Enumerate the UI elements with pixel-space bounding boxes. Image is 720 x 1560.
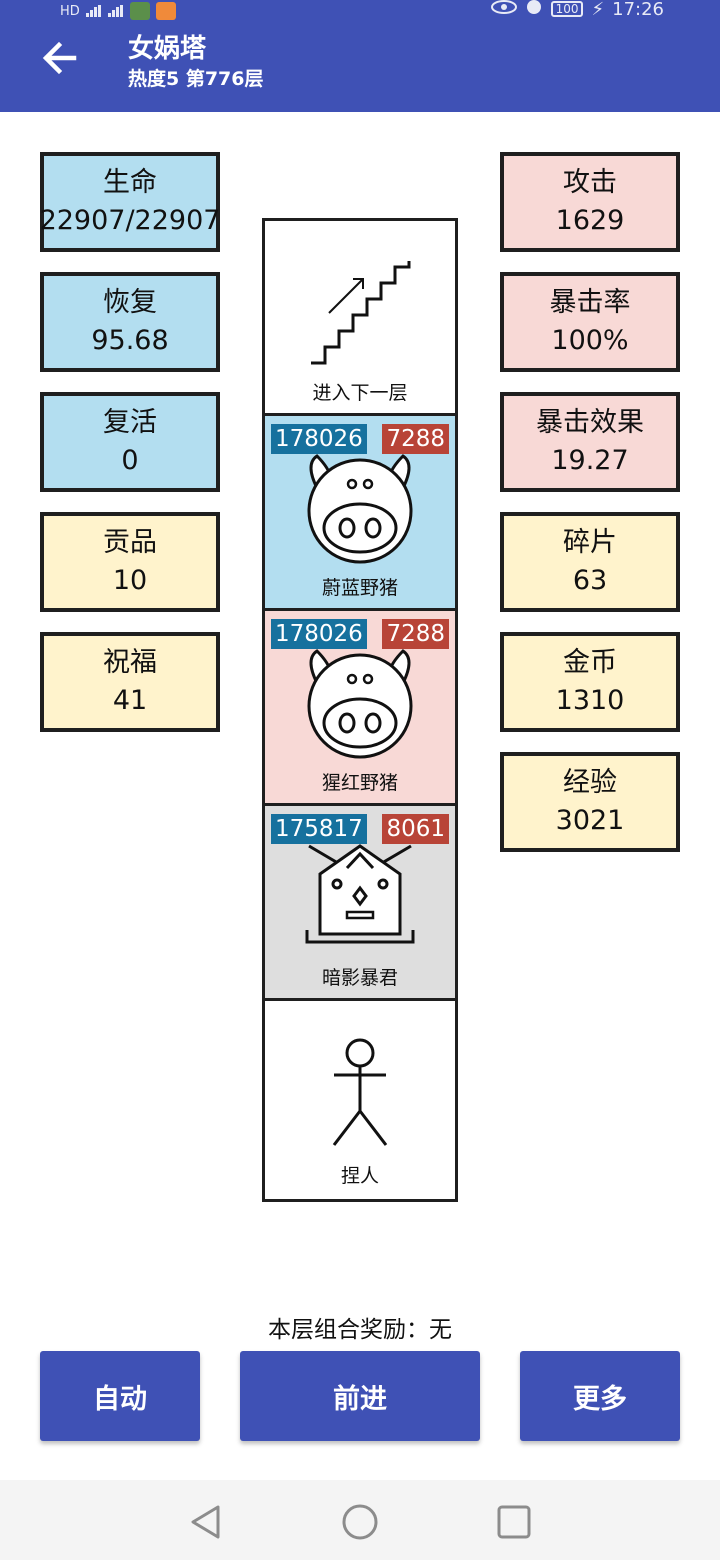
stat-label: 生命 [103,167,157,198]
enemy-attack-badge: 8061 [382,814,449,844]
stat-recovery: 恢复 95.68 [40,272,220,372]
floor-reward-text: 本层组合奖励：无 [268,1317,452,1343]
stat-value: 63 [572,565,608,596]
triangle-back-icon [191,1505,220,1539]
stat-crit-effect: 暴击效果 19.27 [500,392,680,492]
enemy-name: 蔚蓝野猪 [321,577,398,599]
stairs-icon [311,261,411,365]
back-arrow-icon [42,41,77,75]
system-nav-bar [0,1480,720,1560]
eye-icon [490,0,517,20]
enemy-attack-badge: 7288 [382,424,449,454]
app-bar: HD 100 ⚡ 17:26 女娲塔 [0,0,720,112]
square-recents-icon [497,1505,531,1539]
circle-home-icon [342,1504,378,1540]
stat-label: 金币 [563,647,617,678]
stat-value: 1629 [555,205,625,236]
stat-life: 生命 22907/22907 [40,152,220,252]
back-button[interactable] [40,38,80,78]
stat-label: 经验 [563,767,617,798]
stat-value: 19.27 [551,445,629,476]
alarm-icon [525,0,543,20]
signal-icon [85,5,102,17]
tower-cell-player[interactable]: 捏人 [265,1001,455,1196]
stat-value: 3021 [555,805,625,836]
tower-column: 进入下一层 178026 7288 蔚蓝野猪 [262,218,458,1202]
stat-value: 10 [112,565,148,596]
stat-blessing: 祝福 41 [40,632,220,732]
stat-label: 暴击效果 [536,407,644,438]
stat-tribute: 贡品 10 [40,512,220,612]
status-bar-left: HD [60,0,176,22]
stat-label: 恢复 [103,287,157,318]
stat-value: 41 [112,685,148,716]
enemy-hp-badge: 178026 [271,619,367,649]
nav-back-button[interactable] [186,1502,226,1542]
forward-button[interactable]: 前进 [240,1351,480,1441]
enemy-hp-badge: 178026 [271,424,367,454]
stat-label: 攻击 [563,167,617,198]
battery-indicator: 100 [550,1,584,17]
tower-cell-enemy[interactable]: 178026 7288 蔚蓝野猪 [265,416,455,611]
stat-value: 100% [551,325,629,356]
stat-value: 22907/22907 [39,205,221,236]
stat-label: 暴击率 [549,287,631,318]
enemy-attack-badge: 7288 [382,619,449,649]
stick-figure-icon [332,1038,388,1146]
stat-gold: 金币 1310 [500,632,680,732]
stairs-label: 进入下一层 [312,382,408,404]
stat-fragments: 碎片 63 [500,512,680,612]
nav-home-button[interactable] [340,1502,380,1542]
stat-label: 碎片 [563,527,617,558]
hd-indicator: HD [60,3,80,19]
stat-label: 复活 [103,407,157,438]
status-bar-right: 100 ⚡ 17:26 [490,0,664,20]
stat-label: 祝福 [103,647,157,678]
nav-recents-button[interactable] [494,1502,534,1542]
tower-cell-enemy[interactable]: 175817 8061 暗影暴君 [265,806,455,1001]
enemy-hp-badge: 175817 [271,814,367,844]
boar-icon [307,454,413,564]
clock: 17:26 [612,0,664,20]
page-subtitle: 热度5 第776层 [128,68,264,90]
charging-icon: ⚡ [591,0,605,20]
stat-value: 95.68 [91,325,169,356]
stat-experience: 经验 3021 [500,752,680,852]
enemy-name: 猩红野猪 [321,772,398,794]
player-label: 捏人 [340,1165,379,1187]
more-button[interactable]: 更多 [520,1351,680,1441]
stat-attack: 攻击 1629 [500,152,680,252]
notification-app-icon [129,2,150,20]
signal-icon [107,5,124,17]
stat-crit-rate: 暴击率 100% [500,272,680,372]
auto-button[interactable]: 自动 [40,1351,200,1441]
stat-value: 0 [121,445,139,476]
enemy-name: 暗影暴君 [321,967,398,989]
tower-cell-stairs[interactable]: 进入下一层 [265,221,455,416]
tyrant-icon [305,844,415,944]
stat-value: 1310 [555,685,625,716]
tower-cell-enemy[interactable]: 178026 7288 猩红野猪 [265,611,455,806]
page-title: 女娲塔 [128,34,207,64]
boar-icon [307,649,413,759]
notification-app-icon [155,2,176,20]
stat-label: 贡品 [103,527,157,558]
stat-revive: 复活 0 [40,392,220,492]
